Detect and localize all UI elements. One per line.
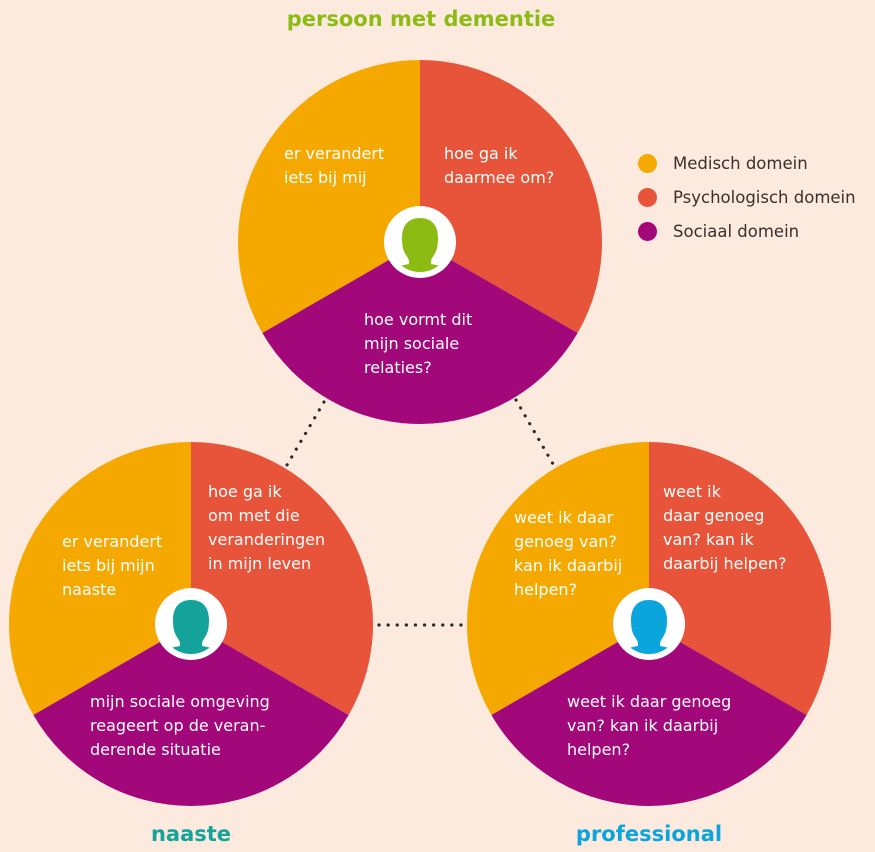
title-persoon: persoon met dementie (286, 7, 556, 31)
segment-psychologisch (420, 60, 603, 333)
text-persoon-medisch: er verandert iets bij mij (284, 144, 385, 187)
text-persoon-sociaal: hoe vormt dit mijn sociale relaties? (364, 310, 473, 377)
avatar (155, 588, 227, 660)
head-silhouette (161, 600, 221, 654)
text-persoon-psychologisch: hoe ga ik daarmee om? (444, 144, 555, 187)
legend: Medisch domein Psychologisch domein Soci… (638, 146, 856, 248)
person-head-icon (619, 600, 679, 654)
dotted-connectors (285, 398, 555, 627)
head-silhouette (390, 218, 450, 272)
legend-item-sociaal: Sociaal domein (638, 214, 856, 248)
connector-persoon-naaste (285, 400, 326, 467)
person-head-icon (161, 600, 221, 654)
circle-persoon (237, 60, 603, 425)
legend-item-medisch: Medisch domein (638, 146, 856, 180)
title-naaste: naaste (150, 822, 232, 846)
segment-sociaal (262, 242, 578, 425)
title-professional: professional (575, 822, 723, 846)
segment-sociaal (491, 624, 807, 807)
legend-item-psychologisch: Psychologisch domein (638, 180, 856, 214)
segment-sociaal (33, 624, 349, 807)
avatar (384, 206, 456, 278)
legend-dot-icon (638, 221, 657, 241)
person-head-icon (390, 218, 450, 272)
text-professional-medisch: weet ik daar genoeg van? kan ik daarbij … (514, 508, 623, 599)
circle-professional (466, 442, 832, 807)
avatar (613, 588, 685, 660)
connector-persoon-professional (514, 398, 555, 466)
legend-dot-icon (638, 187, 657, 207)
legend-label: Sociaal domein (673, 221, 800, 241)
segment-psychologisch (191, 442, 374, 715)
segment-psychologisch (649, 442, 832, 715)
segment-medisch (8, 442, 192, 715)
legend-dot-icon (638, 153, 657, 173)
head-silhouette (619, 600, 679, 654)
segment-medisch (237, 60, 420, 333)
text-naaste-medisch: er verandert iets bij mijn naaste (62, 532, 163, 599)
legend-label: Medisch domein (673, 153, 808, 173)
segment-medisch (466, 442, 649, 715)
legend-label: Psychologisch domein (673, 187, 856, 207)
circle-naaste (8, 442, 374, 807)
text-professional-psychologisch: weet ik daar genoeg van? kan ik daarbij … (663, 482, 787, 573)
text-professional-sociaal: weet ik daar genoeg van? kan ik daarbij … (567, 692, 732, 759)
text-naaste-sociaal: mijn sociale omgeving reageert op de ver… (90, 692, 270, 759)
text-naaste-psychologisch: hoe ga ik om met die veranderingen in mi… (208, 482, 326, 573)
